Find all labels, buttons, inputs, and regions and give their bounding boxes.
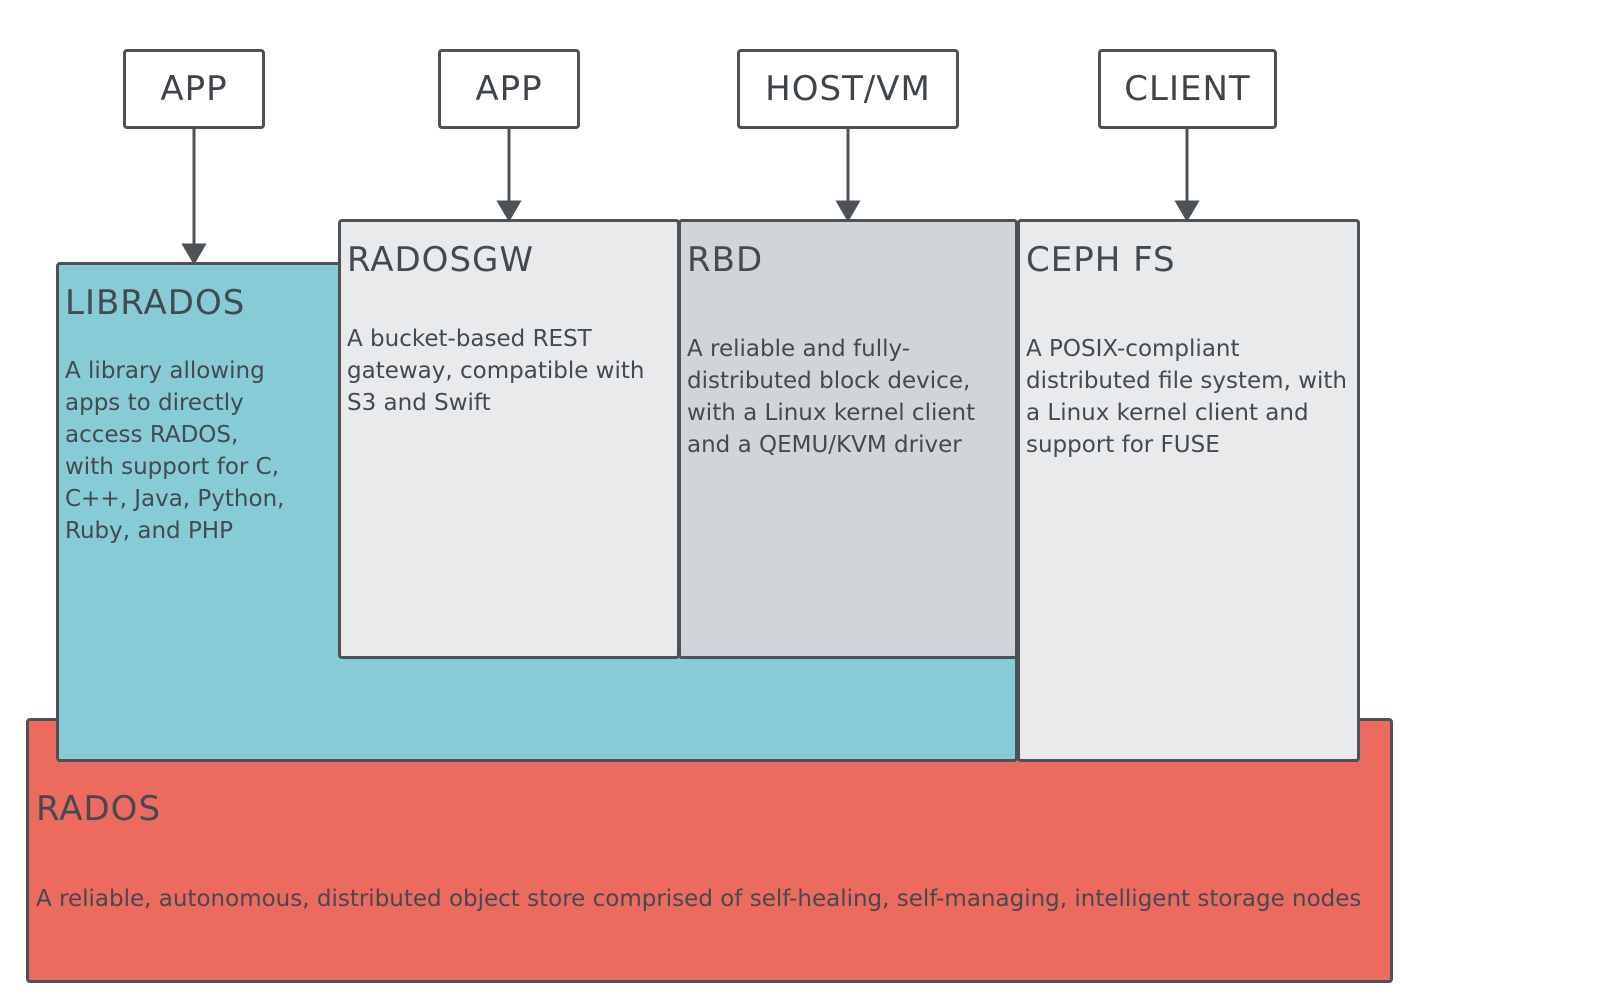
radosgw-description: A bucket-based REST gateway, compatible … (347, 326, 645, 416)
radosgw-title: RADOSGW (347, 240, 534, 280)
arrowhead-rbd (835, 200, 861, 222)
rbd-description: A reliable and fully-distributed block d… (687, 336, 976, 458)
rados-description: A reliable, autonomous, distributed obje… (36, 886, 1362, 912)
app-client-box-2: APP (438, 49, 580, 129)
rados-title: RADOS (36, 789, 162, 829)
librados-title: LIBRADOS (65, 283, 246, 323)
cephfs-title: CEPH FS (1026, 240, 1176, 280)
host-vm-client-box: HOST/VM (737, 49, 959, 129)
cephfs-description: A POSIX-compliant distributed file syste… (1026, 336, 1348, 458)
rados-box: RADOS A reliable, autonomous, distribute… (26, 718, 1393, 983)
app-client-box-1: APP (123, 49, 265, 129)
rbd-box: RBD A reliable and fully-distributed blo… (678, 219, 1018, 659)
arrowhead-librados (181, 243, 207, 265)
arrowhead-radosgw (496, 200, 522, 222)
librados-description: A library allowing apps to directly acce… (65, 358, 285, 544)
arrowhead-cephfs (1174, 200, 1200, 222)
client-box: CLIENT (1098, 49, 1277, 129)
cephfs-box: CEPH FS A POSIX-compliant distributed fi… (1017, 219, 1360, 762)
rbd-title: RBD (687, 240, 764, 280)
